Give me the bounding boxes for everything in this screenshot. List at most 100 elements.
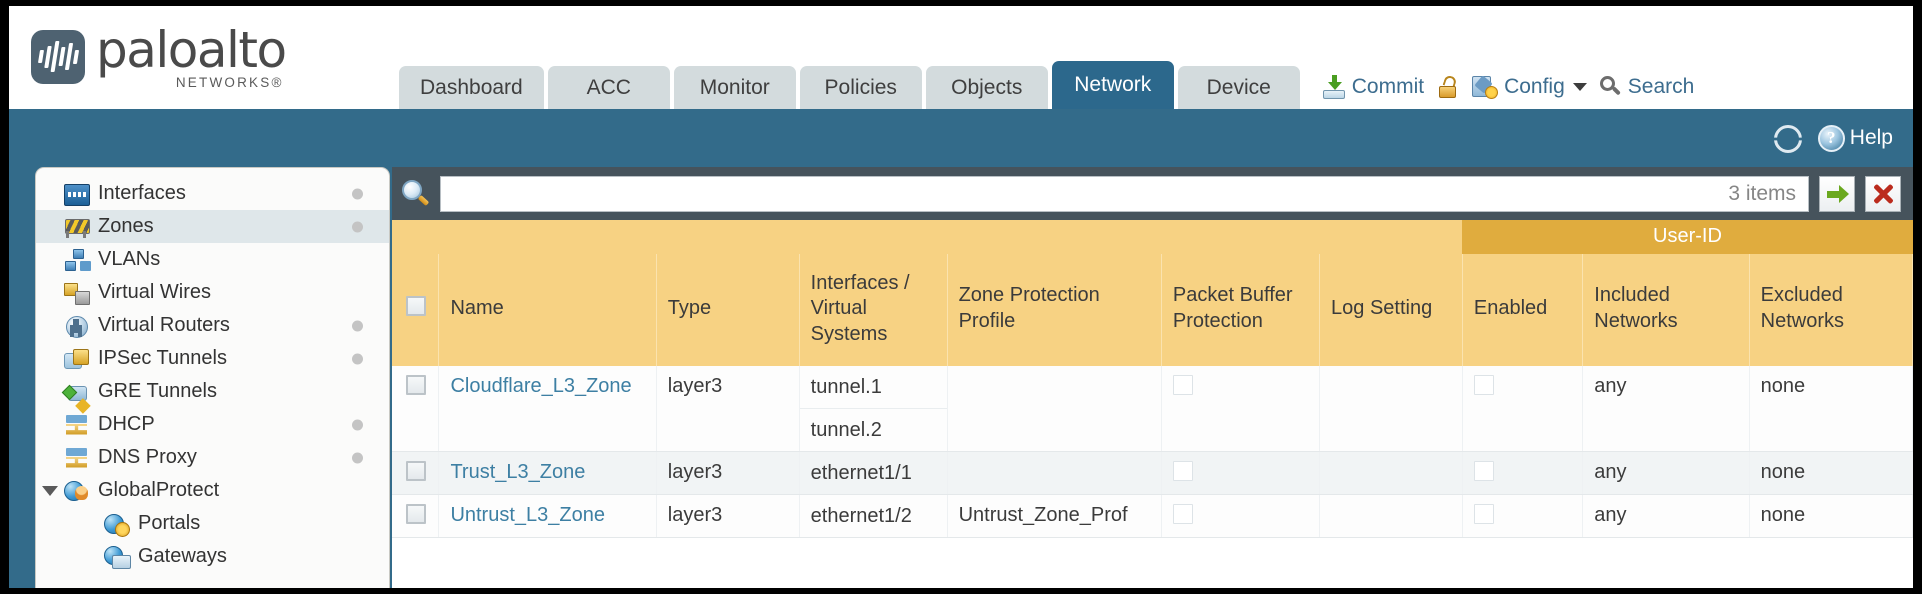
sidebar-item-label: Gateways: [138, 545, 227, 567]
sidebar-item-dhcp[interactable]: DHCP: [36, 408, 389, 441]
chevron-down-icon: [1572, 83, 1587, 91]
config-menu-button[interactable]: Config: [1472, 75, 1587, 99]
userid-enabled-checkbox[interactable]: [1473, 375, 1494, 395]
sidebar-item-zones[interactable]: Zones: [36, 210, 389, 243]
packet-buffer-protection-checkbox[interactable]: [1172, 375, 1193, 395]
tab-policies[interactable]: Policies: [799, 66, 922, 109]
zone-name-link[interactable]: Untrust_L3_Zone: [450, 504, 605, 526]
cell-type: layer3: [656, 451, 800, 495]
interface-item: ethernet1/2: [810, 505, 912, 527]
packet-buffer-protection-checkbox[interactable]: [1172, 504, 1193, 524]
cell-log-setting: [1319, 451, 1463, 495]
virtual-wires-icon: [64, 282, 90, 305]
sidebar-item-gateways[interactable]: Gateways: [36, 540, 389, 573]
userid-enabled-checkbox[interactable]: [1473, 504, 1494, 524]
items-count-label: 3 items: [1728, 181, 1796, 205]
sidebar-item-gre-tunnels[interactable]: GRE Tunnels: [36, 375, 389, 408]
cell-log-setting: [1319, 494, 1463, 538]
cell-included-networks: any: [1582, 366, 1750, 452]
column-header-interfaces[interactable]: Interfaces / Virtual Systems: [799, 254, 948, 366]
global-search-button[interactable]: Search: [1599, 75, 1694, 99]
cell-name: Cloudflare_L3_Zone: [438, 366, 657, 452]
sidebar-item-virtual-wires[interactable]: Virtual Wires: [36, 276, 389, 309]
table-row[interactable]: Cloudflare_L3_Zone layer3 tunnel.1 tunne…: [392, 366, 1913, 452]
filter-toolbar: 3 items: [392, 167, 1913, 220]
tab-dashboard[interactable]: Dashboard: [399, 66, 544, 109]
ipsec-tunnels-icon: [64, 348, 90, 370]
config-lock-button[interactable]: [1437, 74, 1459, 99]
search-icon: [1599, 76, 1622, 98]
sidebar-item-label: Virtual Routers: [98, 314, 230, 336]
commit-button[interactable]: Commit: [1322, 75, 1424, 99]
sidebar-item-dns-proxy[interactable]: DNS Proxy: [36, 441, 389, 474]
sidebar-item-virtual-routers[interactable]: Virtual Routers: [36, 309, 389, 342]
sidebar-item-vlans[interactable]: VLANs: [36, 243, 389, 276]
column-header-type[interactable]: Type: [656, 254, 800, 366]
lock-icon: [1437, 74, 1459, 99]
main-content: 3 items: [392, 167, 1913, 588]
cell-packet-buffer-protection[interactable]: [1161, 494, 1321, 538]
sidebar-status-dot: [352, 353, 363, 364]
column-header-zone-protection-profile[interactable]: Zone Protection Profile: [947, 254, 1162, 366]
row-select-checkbox[interactable]: [406, 461, 426, 481]
tab-acc[interactable]: ACC: [547, 66, 670, 109]
dns-proxy-icon: [64, 447, 90, 469]
cell-packet-buffer-protection[interactable]: [1161, 451, 1321, 495]
select-all-header[interactable]: [392, 254, 440, 366]
magnifier-icon[interactable]: [400, 179, 430, 209]
table-row[interactable]: Trust_L3_Zone layer3 ethernet1/1: [392, 451, 1913, 495]
sidebar-item-portals[interactable]: Portals: [36, 507, 389, 540]
cell-userid-enabled[interactable]: [1462, 451, 1584, 495]
sidebar-item-label: VLANs: [98, 248, 161, 270]
cell-packet-buffer-protection[interactable]: [1161, 366, 1321, 452]
cell-userid-enabled[interactable]: [1462, 494, 1584, 538]
tab-monitor[interactable]: Monitor: [673, 66, 796, 109]
cell-userid-enabled[interactable]: [1462, 366, 1584, 452]
header-actions: Commit Config Search: [1322, 74, 1694, 109]
table-row[interactable]: Untrust_L3_Zone layer3 ethernet1/2 Untru…: [392, 494, 1913, 538]
group-header-userid: User-ID: [1462, 220, 1913, 254]
clear-filter-button[interactable]: [1865, 175, 1901, 212]
paloalto-logo: paloalto NETWORKS®: [9, 25, 399, 110]
config-icon: [1472, 75, 1499, 99]
zone-name-link[interactable]: Trust_L3_Zone: [450, 461, 586, 483]
packet-buffer-protection-checkbox[interactable]: [1172, 461, 1193, 481]
apply-filter-button[interactable]: [1819, 175, 1855, 212]
interface-item: tunnel.1: [799, 366, 947, 409]
config-label: Config: [1504, 75, 1565, 98]
sidebar-item-ipsec-tunnels[interactable]: IPSec Tunnels: [36, 342, 389, 375]
virtual-routers-icon: [64, 315, 90, 338]
main-nav-tabs: Dashboard ACC Monitor Policies Objects N…: [399, 61, 1300, 109]
column-header-included-networks[interactable]: Included Networks: [1582, 254, 1750, 366]
row-select-checkbox[interactable]: [406, 504, 426, 524]
refresh-icon[interactable]: [1774, 125, 1800, 151]
group-header-blank: [392, 220, 1463, 254]
commit-icon: [1322, 75, 1346, 99]
column-header-name[interactable]: Name: [438, 254, 657, 366]
column-header-excluded-networks[interactable]: Excluded Networks: [1749, 254, 1913, 366]
zones-icon: [64, 216, 90, 238]
tab-device[interactable]: Device: [1177, 66, 1300, 109]
brand-name: paloalto: [96, 20, 287, 79]
select-all-checkbox[interactable]: [406, 296, 426, 317]
row-select-cell[interactable]: [392, 366, 440, 452]
zone-name-link[interactable]: Cloudflare_L3_Zone: [450, 375, 632, 397]
sidebar-status-dot: [352, 452, 363, 463]
row-select-cell[interactable]: [392, 494, 440, 538]
sidebar-item-globalprotect[interactable]: GlobalProtect: [36, 474, 389, 507]
tab-objects[interactable]: Objects: [925, 66, 1048, 109]
row-select-checkbox[interactable]: [406, 375, 426, 395]
cell-excluded-networks: none: [1749, 494, 1913, 538]
column-header-log-setting[interactable]: Log Setting: [1319, 254, 1463, 366]
sidebar-item-interfaces[interactable]: Interfaces: [36, 177, 389, 210]
collapse-triangle-icon[interactable]: [42, 485, 58, 496]
column-header-packet-buffer-protection[interactable]: Packet Buffer Protection: [1161, 254, 1321, 366]
row-select-cell[interactable]: [392, 451, 440, 495]
column-header-enabled[interactable]: Enabled: [1462, 254, 1584, 366]
help-button[interactable]: ? Help: [1817, 124, 1893, 152]
tab-network[interactable]: Network: [1051, 61, 1174, 109]
sidebar-item-label: GRE Tunnels: [98, 380, 217, 402]
userid-enabled-checkbox[interactable]: [1473, 461, 1494, 481]
search-input[interactable]: 3 items: [440, 175, 1809, 212]
